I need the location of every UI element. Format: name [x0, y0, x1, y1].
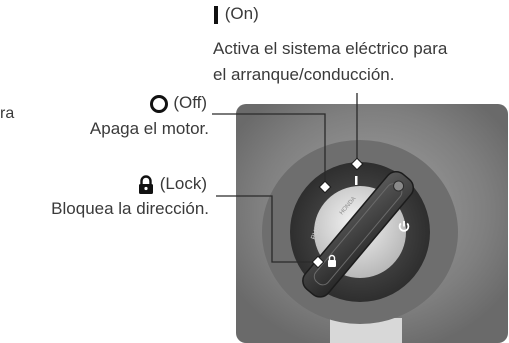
off-label: (Off)	[149, 92, 207, 114]
leader-line-off	[212, 113, 326, 187]
circle-off-icon	[149, 94, 168, 113]
power-icon	[398, 221, 410, 232]
marker-lock	[311, 255, 325, 269]
leader-markers	[311, 157, 364, 269]
leader-line-lock	[216, 195, 318, 263]
marker-on	[350, 157, 364, 171]
on-description-line1: Activa el sistema eléctrico para	[213, 39, 448, 58]
bar-on-icon	[214, 5, 218, 24]
lock-label: (Lock)	[137, 173, 207, 195]
padlock-icon	[139, 174, 154, 194]
truncated-text: ra	[0, 105, 15, 122]
off-description: Apaga el motor.	[89, 119, 209, 138]
on-description-line2: el arranque/conducción.	[213, 65, 395, 84]
on-label-text: (On)	[224, 4, 259, 23]
lock-label-text: (Lock)	[159, 174, 207, 193]
off-label-text: (Off)	[173, 93, 207, 112]
leader-lines	[212, 93, 358, 263]
on-mark	[355, 176, 358, 185]
padlock-mark	[328, 254, 336, 267]
lock-description: Bloquea la dirección.	[51, 199, 209, 218]
marker-off	[318, 180, 332, 194]
on-label: (On)	[213, 3, 259, 25]
